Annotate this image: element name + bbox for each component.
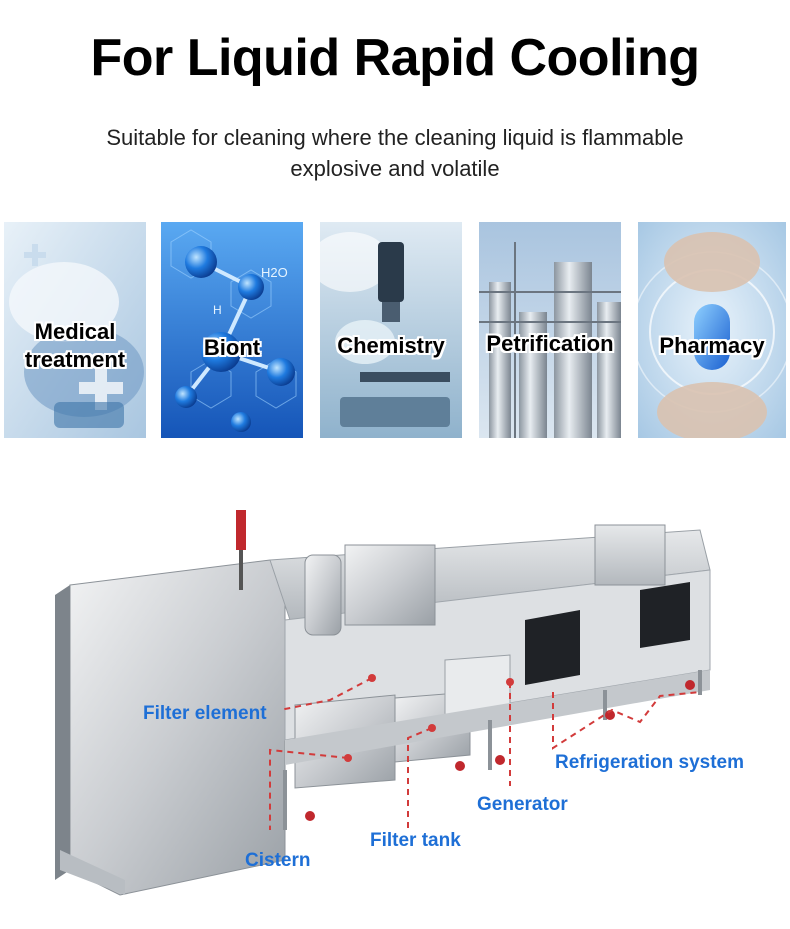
- h-mark: H: [213, 303, 222, 317]
- callout-filter-tank: Filter tank: [370, 830, 461, 851]
- tile-medical-treatment: Medical treatment: [4, 222, 146, 438]
- biont-photo: H2O H: [161, 222, 303, 438]
- tile-label: Petrification: [486, 331, 614, 356]
- tile-label: Chemistry: [337, 333, 445, 358]
- application-tiles: Medical treatment: [4, 222, 786, 438]
- tile-petrification: Petrification: [479, 222, 621, 438]
- tile-label: Medical treatment: [24, 319, 126, 372]
- callout-generator: Generator: [477, 794, 568, 815]
- h2o-mark: H2O: [261, 265, 288, 280]
- page-subtitle: Suitable for cleaning where the cleaning…: [106, 125, 684, 181]
- tile-pharmacy: Pharmacy: [638, 222, 786, 438]
- callout-filter-element: Filter element: [143, 703, 267, 724]
- pharmacy-photo: [638, 222, 786, 438]
- tile-label: Biont: [203, 335, 261, 360]
- tile-label: Pharmacy: [659, 333, 765, 358]
- machine-illustration: Filter element Refrigeration system Gene…: [0, 470, 790, 924]
- chemistry-photo: [320, 222, 462, 438]
- page-title: For Liquid Rapid Cooling: [90, 29, 700, 87]
- callout-refrigeration-system: Refrigeration system: [555, 752, 745, 773]
- medical-photo: [4, 222, 146, 438]
- tile-biont: H2O H Biont: [161, 222, 303, 438]
- tile-chemistry: Chemistry: [320, 222, 462, 438]
- petrification-photo: [479, 222, 621, 438]
- cleaning-machine-drawing: [55, 510, 711, 896]
- callout-cistern: Cistern: [245, 850, 311, 871]
